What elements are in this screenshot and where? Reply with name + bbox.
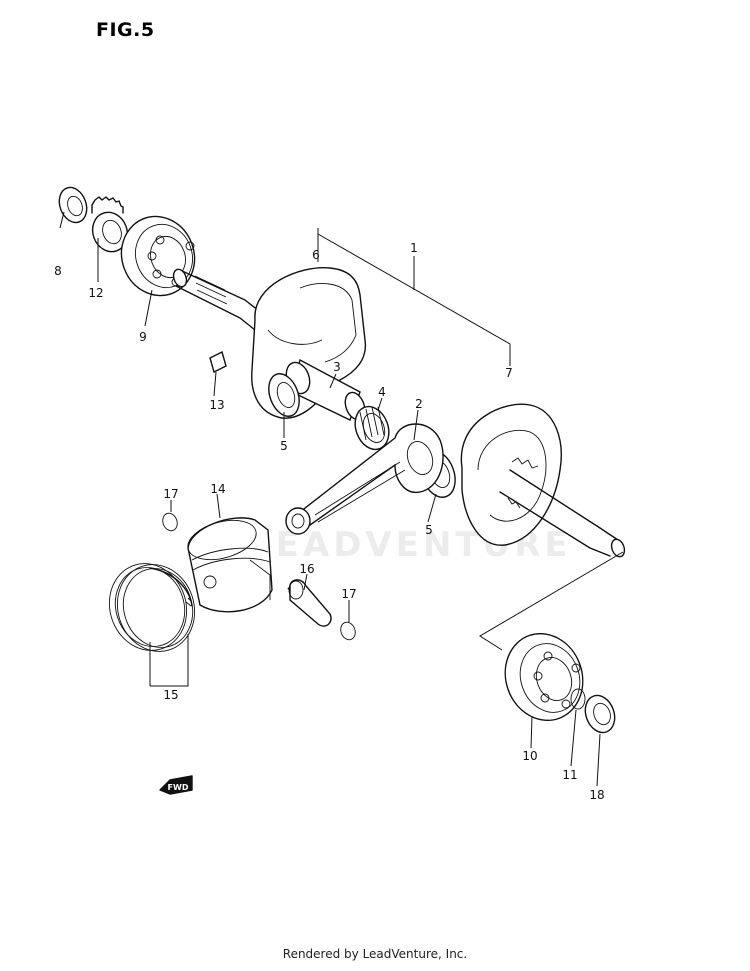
callout-9: 9 [139, 330, 147, 344]
callout-11: 11 [562, 768, 577, 782]
part-15-piston-ring-set[interactable] [98, 553, 205, 661]
callout-18: 18 [589, 788, 604, 802]
part-9-bearing[interactable] [110, 206, 205, 306]
callout-15: 15 [163, 688, 178, 702]
part-1-crankshaft-assembly[interactable] [171, 267, 626, 558]
part-16-piston-pin[interactable] [287, 579, 332, 627]
part-8-oil-seal[interactable] [55, 184, 92, 227]
callout-2: 2 [415, 397, 423, 411]
footer-credit: Rendered by LeadVenture, Inc. [282, 947, 468, 961]
callout-4: 4 [378, 385, 386, 399]
callout-8: 8 [54, 264, 62, 278]
part-5-washer-left[interactable] [263, 370, 304, 421]
part-17-circlip-left[interactable] [160, 511, 179, 533]
part-17-circlip-right[interactable] [338, 620, 357, 642]
callout-5-left: 5 [280, 439, 288, 453]
leader-lines [59, 211, 624, 787]
part-12-drive-gear[interactable] [87, 196, 133, 257]
callout-6: 6 [312, 248, 320, 262]
callout-labels: 1 2 3 4 5 5 6 7 8 9 10 11 12 13 14 15 16… [54, 241, 604, 802]
fwd-arrow-icon: FWD [159, 775, 193, 795]
part-2-connecting-rod[interactable] [285, 423, 444, 535]
callout-16: 16 [299, 562, 314, 576]
part-11-o-ring[interactable] [570, 688, 586, 710]
callout-13: 13 [209, 398, 224, 412]
callout-17-right: 17 [341, 587, 356, 601]
part-4-needle-bearing[interactable] [349, 402, 394, 454]
callout-7: 7 [505, 366, 513, 380]
callout-1: 1 [410, 241, 418, 255]
callout-17-left: 17 [163, 487, 178, 501]
figure-title: FIG.5 [96, 19, 155, 41]
part-7-right-crank-web [460, 403, 562, 546]
part-18-oil-seal[interactable] [580, 691, 619, 736]
part-14-piston[interactable] [184, 514, 273, 613]
fwd-label: FWD [168, 783, 189, 792]
part-10-bearing[interactable] [493, 623, 595, 732]
callout-5-right: 5 [425, 523, 433, 537]
callout-3: 3 [333, 360, 341, 374]
callout-10: 10 [522, 749, 537, 763]
callout-12: 12 [88, 286, 103, 300]
part-13-key[interactable] [209, 350, 227, 374]
callout-14: 14 [210, 482, 225, 496]
